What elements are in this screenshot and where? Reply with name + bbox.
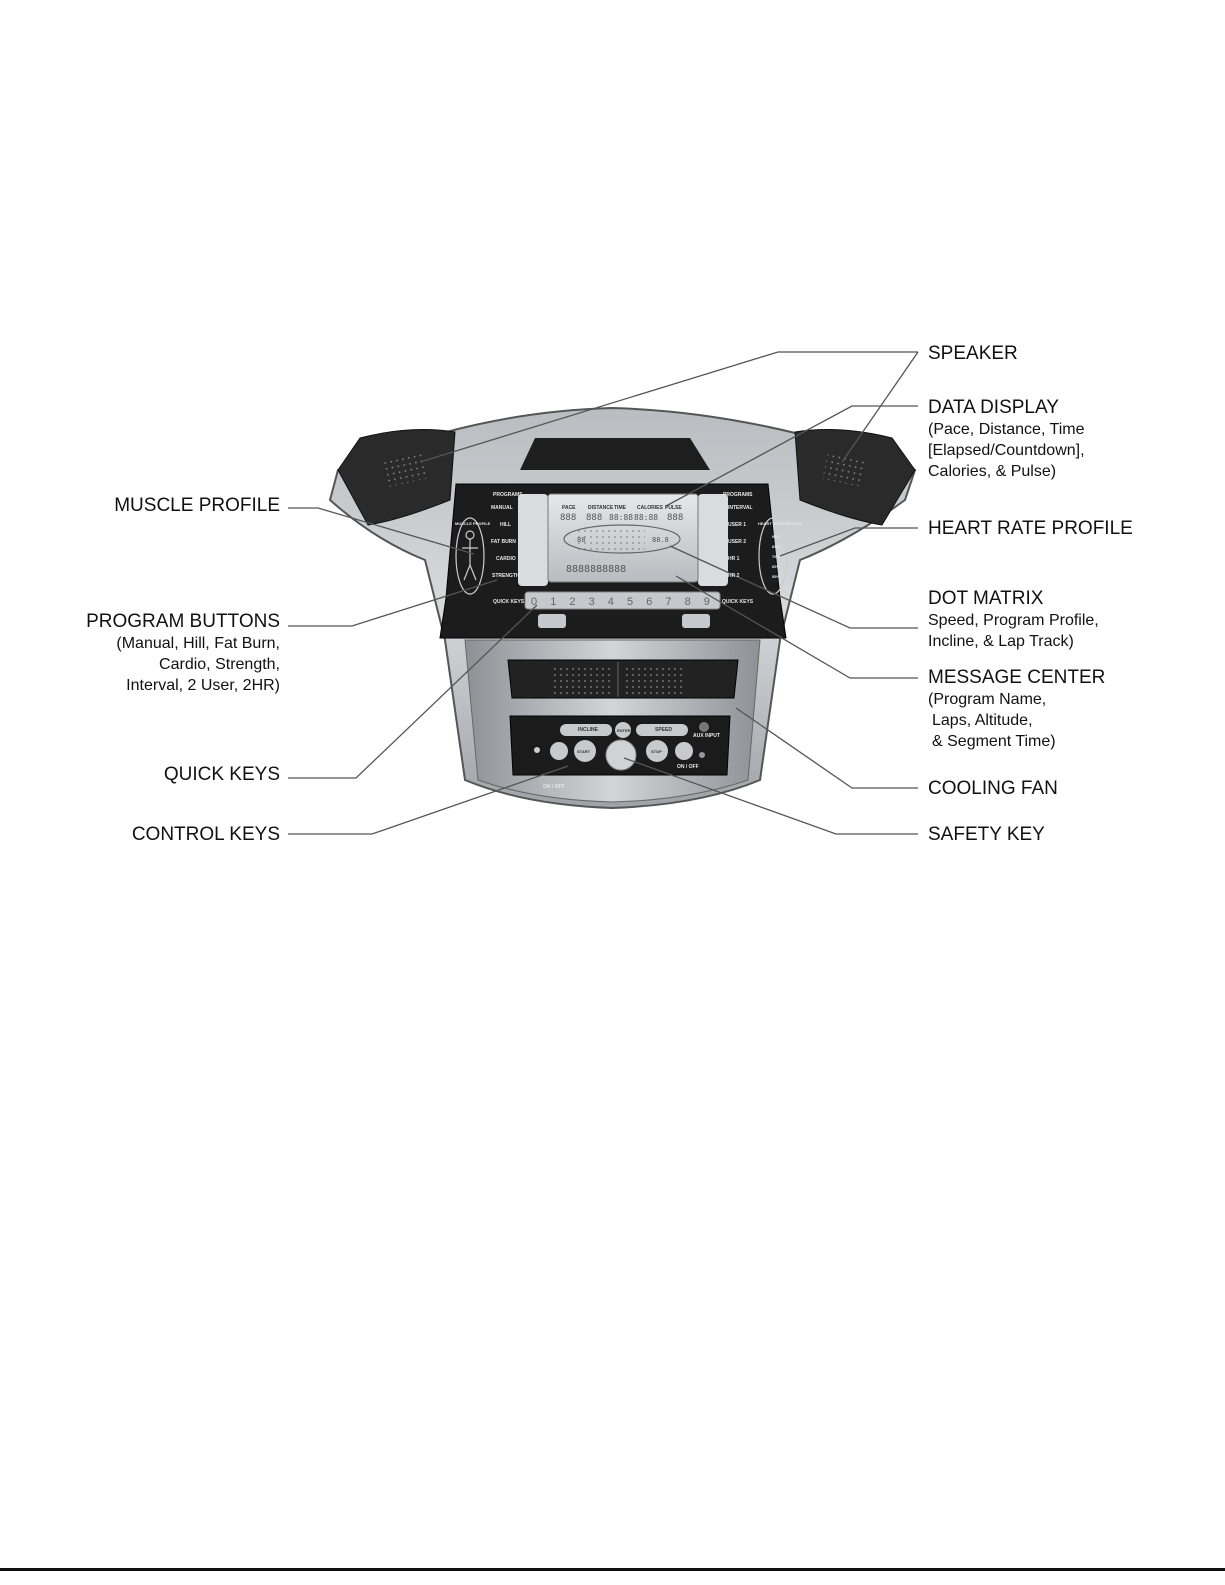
incline-label: INCLINE (578, 727, 599, 733)
time-digits: 88:88 (609, 513, 633, 522)
quick-keys: 0 1 2 3 4 5 6 7 8 9 (531, 596, 710, 608)
program-hill: HILL (500, 522, 511, 528)
muscle-profile-console-label: MUSCLE PROFILE (455, 521, 491, 526)
quick-key-8[interactable]: 8 (685, 596, 691, 608)
program-interval: INTERVAL (728, 505, 753, 511)
speed-digits: 88.8 (652, 536, 669, 544)
program-manual: MANUAL (491, 505, 513, 511)
right-programs-header: PROGRAMS (723, 492, 753, 498)
stop-label: STOP (651, 749, 662, 754)
quick-key-6[interactable]: 6 (646, 596, 652, 608)
hr-percent-85: 85% (772, 544, 780, 549)
hr-percent-75: 75% (772, 554, 780, 559)
audio-on-off-label: ON / OFF (677, 764, 699, 770)
quick-key-9[interactable]: 9 (704, 596, 710, 608)
aux-input-label: AUX INPUT (693, 733, 720, 739)
quick-key-2[interactable]: 2 (569, 596, 575, 608)
enter-label: ENTER (617, 728, 631, 733)
tab-pace: PACE (562, 505, 576, 511)
tab-pulse: PULSE (665, 505, 682, 511)
tab-distance: DISTANCE (588, 505, 614, 511)
quick-key-0[interactable]: 0 (531, 596, 537, 608)
speed-label: SPEED (655, 727, 672, 733)
quick-key-4[interactable]: 4 (608, 596, 614, 608)
quick-keys-console-label-left: QUICK KEYS (493, 599, 525, 605)
program-user-1: USER 1 (728, 522, 746, 528)
program-hr-1: HR 1 (728, 556, 740, 562)
distance-digits: 888 (586, 513, 602, 523)
start-label: START (577, 749, 591, 754)
pace-digits: 888 (560, 513, 576, 523)
program-strength: STRENGTH (492, 573, 520, 579)
hr-percent-90: 90% (772, 534, 780, 539)
fan-on-off-label: ON / OFF (543, 784, 565, 790)
quick-key-7[interactable]: 7 (665, 596, 671, 608)
bottom-rule (0, 1568, 1225, 1571)
heart-rate-console-label: HEART RATE PROFILE (758, 521, 802, 526)
message-center-text: 8888888888 (566, 564, 626, 575)
calories-digits: 88:88 (634, 513, 658, 522)
incline-digits: 88 (577, 536, 585, 544)
hr-percent-65: 65% (772, 564, 780, 569)
tab-time: TIME (614, 505, 627, 511)
program-hr-2: HR 2 (728, 573, 740, 579)
pulse-digits: 888 (667, 513, 683, 523)
hr-percent-55: 55% (772, 574, 780, 579)
program-cardio: CARDIO (496, 556, 516, 562)
quick-key-3[interactable]: 3 (589, 596, 595, 608)
program-user-2: USER 2 (728, 539, 746, 545)
quick-key-5[interactable]: 5 (627, 596, 633, 608)
quick-key-1[interactable]: 1 (550, 596, 556, 608)
quick-keys-console-label-right: QUICK KEYS (722, 599, 754, 605)
tab-calories: CALORIES (637, 505, 664, 511)
left-programs-header: PROGRAMS (493, 492, 523, 498)
program-fat-burn: FAT BURN (491, 539, 516, 545)
